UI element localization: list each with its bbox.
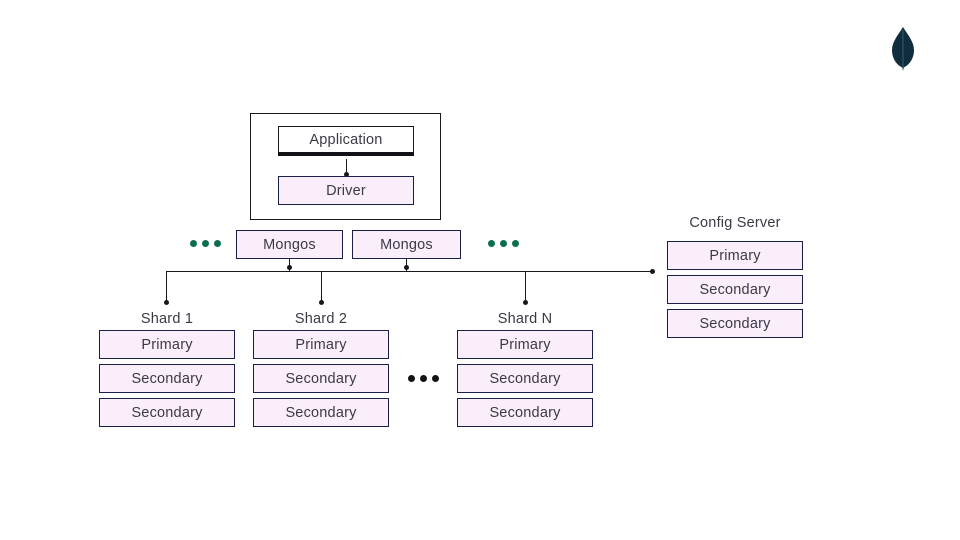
shard-n-member-secondary-1[interactable]: Secondary [457, 364, 593, 393]
mongodb-leaf-icon [886, 26, 920, 72]
shard-1-title: Shard 1 [140, 311, 194, 327]
cluster-bus-line [166, 271, 654, 272]
shard-1-member-secondary-2[interactable]: Secondary [99, 398, 235, 427]
shard-n-drop-line [525, 271, 526, 303]
shard-2-member-secondary-2[interactable]: Secondary [253, 398, 389, 427]
shard-2-drop-dot [318, 300, 324, 305]
shard-n-title: Shard N [497, 311, 553, 327]
shard-1-drop-line [166, 271, 167, 303]
config-server-member-secondary-2[interactable]: Secondary [667, 309, 803, 338]
routers-right-ellipsis-icon [488, 240, 519, 247]
shard-n-member-primary[interactable]: Primary [457, 330, 593, 359]
config-server-title: Config Server [689, 215, 781, 231]
config-server-bus-dot [650, 268, 655, 274]
driver-box[interactable]: Driver [278, 176, 414, 205]
shard-n-member-secondary-2[interactable]: Secondary [457, 398, 593, 427]
shards-ellipsis-icon [408, 375, 439, 382]
mongos-box-2[interactable]: Mongos [352, 230, 461, 259]
application-box[interactable]: Application [278, 126, 414, 156]
application-to-driver-line [346, 159, 347, 176]
shard-1-drop-dot [163, 300, 169, 305]
mongos-1-bus-dot [286, 265, 292, 270]
mongos-box-1[interactable]: Mongos [236, 230, 343, 259]
shard-2-member-primary[interactable]: Primary [253, 330, 389, 359]
shard-1-member-secondary-1[interactable]: Secondary [99, 364, 235, 393]
routers-left-ellipsis-icon [190, 240, 221, 247]
shard-2-member-secondary-1[interactable]: Secondary [253, 364, 389, 393]
shard-n-drop-dot [522, 300, 528, 305]
config-server-member-primary[interactable]: Primary [667, 241, 803, 270]
mongos-2-bus-dot [403, 265, 409, 270]
shard-2-title: Shard 2 [294, 311, 348, 327]
config-server-member-secondary-1[interactable]: Secondary [667, 275, 803, 304]
shard-2-drop-line [321, 271, 322, 303]
application-to-driver-dot [343, 172, 349, 177]
shard-1-member-primary[interactable]: Primary [99, 330, 235, 359]
